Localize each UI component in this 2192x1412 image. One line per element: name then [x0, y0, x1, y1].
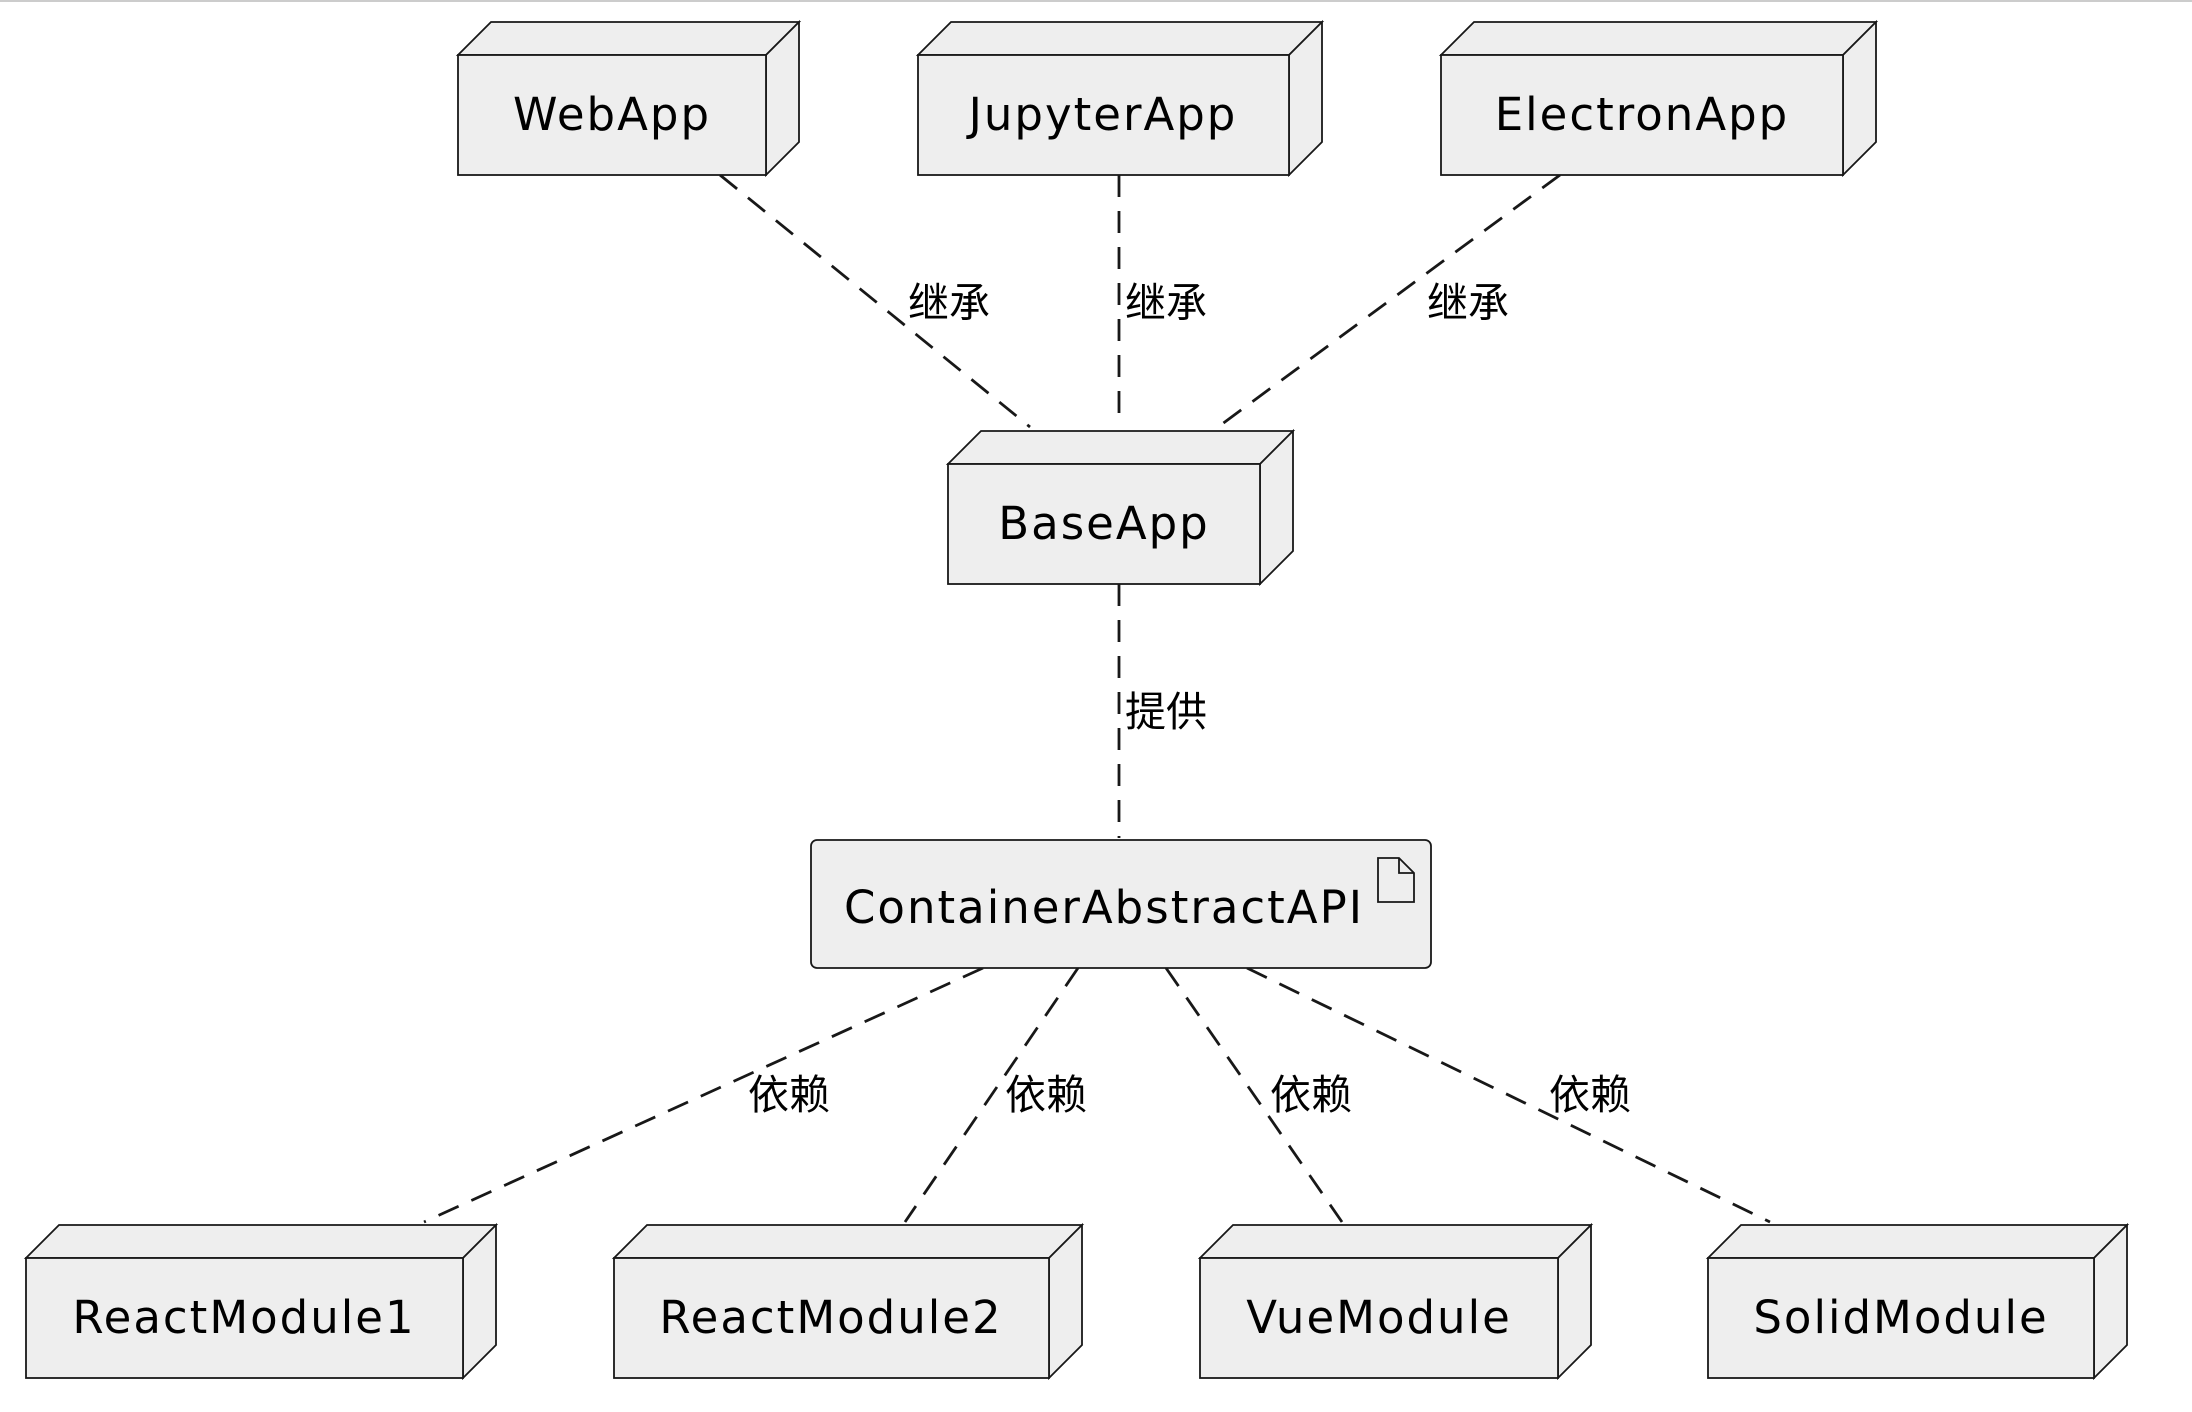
- node-jupyterapp: JupyterApp: [915, 19, 1325, 178]
- node-reactmodule2-front: [613, 1257, 1050, 1379]
- node-reactmodule1: ReactModule1: [23, 1222, 499, 1381]
- node-baseapp: BaseApp: [945, 428, 1296, 587]
- node-baseapp-label: BaseApp: [998, 497, 1210, 550]
- node-webapp-label: WebApp: [513, 88, 711, 141]
- document-icon: [1377, 857, 1415, 903]
- node-baseapp-front: [947, 463, 1261, 585]
- node-electronapp-top: [1438, 21, 1879, 56]
- edge-labels: 继承 继承 继承 提供 依赖 依赖 依赖 依赖: [748, 279, 1631, 1119]
- edge-label-webapp-baseapp: 继承: [908, 279, 990, 327]
- edge-label-jupyterapp-baseapp: 继承: [1125, 279, 1207, 327]
- node-vuemodule-label: VueModule: [1246, 1291, 1512, 1344]
- node-webapp-top: [455, 21, 802, 56]
- node-reactmodule2-top: [611, 1224, 1085, 1259]
- node-electronapp-label: ElectronApp: [1495, 88, 1789, 141]
- node-reactmodule2-label: ReactModule2: [659, 1291, 1002, 1344]
- edge-api-reactmodule2: [903, 967, 1080, 1223]
- node-container-api: ContainerAbstractAPI: [810, 839, 1432, 969]
- node-reactmodule1-top: [23, 1224, 499, 1259]
- edge-label-api-vuemodule: 依赖: [1270, 1071, 1352, 1119]
- node-container-api-box: [810, 839, 1432, 969]
- edge-label-api-solidmodule: 依赖: [1549, 1071, 1631, 1119]
- node-electronapp: ElectronApp: [1438, 19, 1879, 178]
- node-reactmodule2: ReactModule2: [611, 1222, 1085, 1381]
- node-webapp-front: [457, 54, 767, 176]
- node-solidmodule: SolidModule: [1705, 1222, 2130, 1381]
- node-jupyterapp-top: [915, 21, 1325, 56]
- node-reactmodule1-label: ReactModule1: [72, 1291, 415, 1344]
- node-solidmodule-label: SolidModule: [1753, 1291, 2048, 1344]
- edge-webapp-baseapp: [719, 173, 1031, 429]
- node-jupyterapp-front: [917, 54, 1290, 176]
- edge-label-api-reactmodule2: 依赖: [1005, 1071, 1087, 1119]
- edges: [423, 173, 1771, 1224]
- node-solidmodule-front: [1707, 1257, 2095, 1379]
- node-reactmodule1-front: [25, 1257, 464, 1379]
- node-vuemodule: VueModule: [1197, 1222, 1594, 1381]
- node-vuemodule-top: [1197, 1224, 1594, 1259]
- node-baseapp-top: [945, 430, 1296, 465]
- node-electronapp-front: [1440, 54, 1844, 176]
- node-solidmodule-top: [1705, 1224, 2130, 1259]
- edge-label-baseapp-api: 提供: [1125, 688, 1207, 736]
- node-webapp: WebApp: [455, 19, 802, 178]
- edge-api-vuemodule: [1164, 967, 1344, 1223]
- edge-api-solidmodule: [1246, 966, 1771, 1224]
- edge-api-reactmodule1: [423, 966, 984, 1224]
- node-container-api-label: ContainerAbstractAPI: [844, 881, 1364, 934]
- edge-label-electronapp-baseapp: 继承: [1427, 279, 1509, 327]
- node-jupyterapp-label: JupyterApp: [966, 88, 1238, 141]
- node-vuemodule-front: [1199, 1257, 1559, 1379]
- edge-label-api-reactmodule1: 依赖: [748, 1071, 830, 1119]
